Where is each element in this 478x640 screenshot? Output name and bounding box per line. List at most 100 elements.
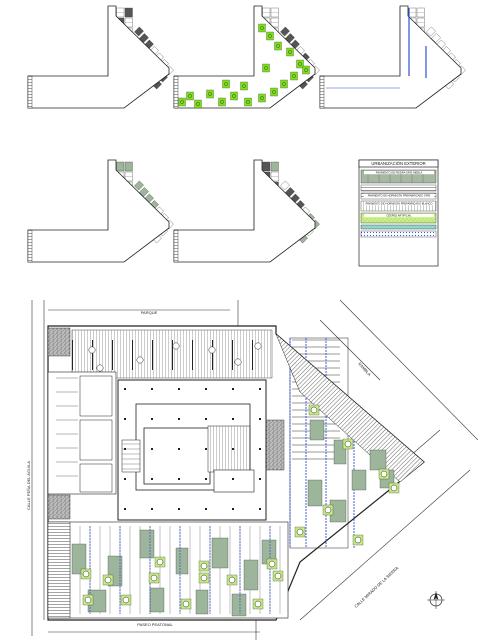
mini-cell bbox=[124, 7, 133, 18]
mini-cell bbox=[431, 33, 441, 43]
column bbox=[205, 448, 207, 450]
mini-grass-cell bbox=[230, 91, 238, 101]
column bbox=[259, 388, 261, 390]
mini-plan bbox=[27, 159, 174, 263]
legend-swatch bbox=[360, 224, 437, 230]
tree-icon bbox=[84, 596, 92, 604]
gravel-patch bbox=[47, 327, 71, 357]
sage-block bbox=[211, 537, 229, 569]
tree-icon bbox=[354, 536, 362, 544]
legend-label: PAVIMENTO DE HORMIGÓN PREFABRICADO BLANC… bbox=[366, 200, 433, 205]
mini-grass-cell bbox=[296, 59, 304, 69]
mini-plan bbox=[27, 5, 174, 109]
tree-icon bbox=[188, 94, 192, 98]
site-plan bbox=[31, 299, 478, 640]
mini-cell bbox=[285, 187, 295, 197]
sage-block bbox=[149, 587, 165, 613]
mini-grass-cell bbox=[178, 97, 186, 107]
column bbox=[205, 508, 207, 510]
mini-cell bbox=[426, 26, 436, 37]
parking-divider bbox=[252, 340, 253, 370]
room bbox=[79, 463, 113, 493]
sage-block bbox=[71, 543, 87, 575]
mini-cell bbox=[280, 26, 290, 37]
legend-swatch bbox=[360, 212, 437, 224]
mini-cell bbox=[262, 161, 271, 172]
street-label-top: PARQUE bbox=[141, 310, 158, 315]
plaza-edge bbox=[47, 521, 71, 619]
tree-icon bbox=[96, 364, 104, 372]
street-label-right-top: RAMBLA bbox=[357, 361, 372, 377]
mini-grass-cell bbox=[194, 99, 202, 109]
street-label-bottom: PASEO PEATONAL bbox=[137, 622, 173, 627]
street-line bbox=[299, 469, 471, 621]
column bbox=[232, 508, 234, 510]
column bbox=[205, 388, 207, 390]
mini-cell bbox=[124, 161, 133, 172]
mini-edge bbox=[319, 75, 325, 109]
column bbox=[178, 388, 180, 390]
column bbox=[232, 448, 234, 450]
sage-block bbox=[139, 529, 155, 559]
tree-icon bbox=[296, 528, 304, 536]
tree-icon bbox=[220, 100, 224, 104]
legend-label: PAVIMENTO DE HORMIGÓN PREFABRICADO GRIS bbox=[368, 192, 431, 197]
mini-edge bbox=[173, 229, 179, 263]
legend-swatch bbox=[360, 200, 437, 212]
legend-label: CÉSPED ARTIFICIAL bbox=[386, 212, 412, 217]
legend-title: URBANIZACIÓN EXTERIOR bbox=[371, 161, 425, 166]
mini-plan-outline bbox=[27, 5, 170, 109]
column bbox=[259, 448, 261, 450]
tree-icon bbox=[268, 34, 272, 38]
mini-grass-cell bbox=[218, 97, 226, 107]
tree-icon bbox=[242, 84, 246, 88]
tree-icon bbox=[288, 50, 292, 54]
mini-grass-cell bbox=[280, 79, 288, 89]
tree-icon bbox=[232, 94, 236, 98]
tree-icon bbox=[304, 68, 308, 72]
tree-icon bbox=[282, 82, 286, 86]
tree-icon bbox=[196, 102, 200, 106]
mini-plans-group bbox=[27, 5, 466, 263]
sage-block bbox=[307, 479, 323, 507]
mini-edge bbox=[27, 229, 33, 263]
parking-divider bbox=[72, 340, 73, 370]
mini-grass-cell bbox=[222, 79, 230, 89]
mini-cell bbox=[139, 187, 149, 197]
parking-divider bbox=[172, 340, 173, 370]
tree-icon bbox=[324, 506, 332, 514]
mini-grass-cell bbox=[244, 97, 252, 107]
parking-divider bbox=[152, 340, 153, 370]
tree-icon bbox=[88, 346, 96, 354]
column bbox=[178, 478, 180, 480]
diagonal-band bbox=[275, 333, 425, 483]
mini-grass-cell bbox=[274, 41, 282, 51]
legend-swatch bbox=[360, 184, 437, 192]
tree-icon bbox=[344, 440, 352, 448]
column bbox=[151, 478, 153, 480]
mini-grass-cell bbox=[286, 47, 294, 57]
tree-icon bbox=[200, 574, 208, 582]
mini-cell bbox=[280, 180, 290, 191]
column bbox=[124, 388, 126, 390]
legend-label-bg bbox=[364, 170, 434, 175]
mini-cell bbox=[270, 161, 279, 172]
column bbox=[205, 418, 207, 420]
room bbox=[79, 375, 113, 417]
column bbox=[151, 508, 153, 510]
column bbox=[232, 388, 234, 390]
tree-icon bbox=[228, 576, 236, 584]
annex bbox=[213, 469, 255, 493]
sage-block bbox=[195, 589, 209, 615]
mini-grass-cell bbox=[240, 81, 248, 91]
parking-divider bbox=[112, 340, 113, 370]
tree-icon bbox=[310, 406, 318, 414]
mini-grass-cell bbox=[302, 65, 310, 75]
mini-plan bbox=[173, 5, 320, 109]
tree-icon bbox=[200, 562, 208, 570]
legend-label-bg bbox=[364, 213, 434, 218]
tree-icon bbox=[380, 470, 388, 478]
mini-plan-outline bbox=[173, 5, 316, 109]
column bbox=[259, 508, 261, 510]
tree-icon bbox=[298, 62, 302, 66]
